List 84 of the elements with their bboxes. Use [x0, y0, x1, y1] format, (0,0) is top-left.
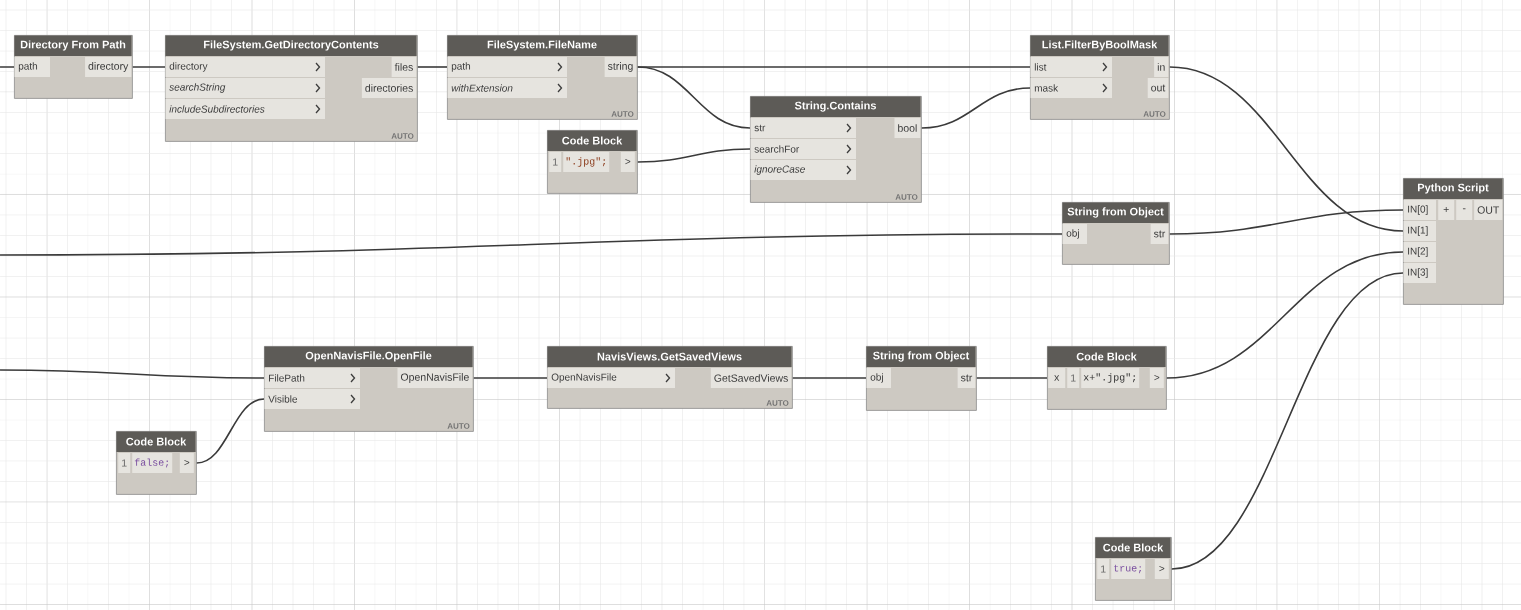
- port-label: path: [451, 62, 470, 72]
- port-label: string: [604, 57, 637, 77]
- port-label: directory: [85, 57, 132, 77]
- wire: [637, 66, 751, 129]
- port-label: files: [391, 57, 417, 77]
- line-number: 1: [118, 453, 131, 473]
- wire: [637, 148, 751, 163]
- port-button: -: [1456, 200, 1473, 220]
- wire: [0, 369, 265, 379]
- node-box: [1047, 346, 1167, 410]
- line-number: 1: [1067, 368, 1080, 388]
- node-box: [1062, 202, 1170, 265]
- node-box: [866, 346, 977, 411]
- node-title: Code Block: [1076, 352, 1137, 361]
- wire: [132, 66, 166, 68]
- node-box: [1095, 537, 1172, 601]
- wire: [417, 66, 448, 68]
- node-box: [447, 35, 638, 120]
- node-title: List.FilterByBoolMask: [1042, 40, 1158, 51]
- lacing-label: AUTO: [1143, 111, 1166, 117]
- wire: [1171, 272, 1404, 570]
- port-label: OUT: [1474, 200, 1503, 220]
- node-box: [165, 35, 418, 142]
- wire: [0, 233, 1063, 256]
- node-title: Code Block: [562, 136, 623, 145]
- wire: [1169, 66, 1404, 232]
- port-label: OpenNavisFile: [397, 368, 473, 388]
- lacing-label: AUTO: [391, 133, 414, 139]
- node-box: [750, 96, 922, 203]
- node-title: String.Contains: [794, 101, 876, 112]
- port-label: searchFor: [754, 145, 800, 153]
- port-label: searchString: [169, 83, 226, 93]
- port-label: IN[2]: [1408, 247, 1428, 257]
- node-title: String from Object: [1067, 207, 1164, 218]
- port-label: Visible: [268, 395, 298, 403]
- node-title: Code Block: [126, 437, 187, 446]
- node-box: [116, 431, 197, 495]
- node-title: String from Object: [873, 351, 970, 362]
- port-label: IN[3]: [1408, 268, 1428, 278]
- node-box: [264, 346, 474, 432]
- wire: [1166, 251, 1404, 379]
- port-label: out: [1147, 78, 1169, 98]
- lacing-label: AUTO: [447, 423, 470, 429]
- port-label: in: [1154, 57, 1169, 77]
- node-box: [1403, 178, 1504, 305]
- port-label: mask: [1034, 84, 1059, 92]
- port-label: path: [18, 62, 37, 72]
- lacing-label: AUTO: [766, 400, 789, 406]
- node-title: FileSystem.FileName: [487, 40, 597, 51]
- port-label: directory: [169, 62, 208, 72]
- wire: [0, 66, 15, 68]
- node-box: [1030, 35, 1170, 120]
- port-label: IN[1]: [1408, 226, 1428, 236]
- node-title: FileSystem.GetDirectoryContents: [204, 40, 379, 51]
- port-label: obj: [1066, 229, 1079, 239]
- lacing-label: AUTO: [895, 194, 918, 200]
- node-box: [14, 35, 133, 99]
- line-number: 1: [549, 152, 562, 172]
- node-box: [547, 346, 793, 409]
- node-title: Python Script: [1418, 183, 1489, 194]
- node-box: [547, 130, 638, 194]
- port-label: ignoreCase: [754, 165, 805, 175]
- node-title: NavisViews.GetSavedViews: [597, 352, 742, 361]
- wire: [1169, 209, 1404, 235]
- wire: [976, 377, 1048, 379]
- lacing-label: AUTO: [611, 111, 634, 117]
- wire: [792, 377, 867, 379]
- port-label: bool: [894, 118, 921, 138]
- node-title: OpenNavisFile.OpenFile: [305, 351, 432, 362]
- wire: [196, 398, 265, 464]
- port-label: FilePath: [269, 374, 305, 382]
- node-title: Code Block: [1103, 543, 1164, 552]
- node-title: Directory From Path: [20, 40, 126, 51]
- wire: [921, 87, 1031, 129]
- port-label: OpenNavisFile: [551, 373, 617, 383]
- port-label: list: [1034, 63, 1047, 71]
- line-number: 1: [1097, 559, 1110, 579]
- port-button: +: [1438, 200, 1455, 220]
- port-label: obj: [870, 373, 883, 383]
- port-label: includeSubdirectories: [169, 105, 265, 113]
- wire: [473, 377, 548, 379]
- port-label: str: [754, 124, 766, 132]
- port-label: withExtension: [451, 84, 513, 92]
- port-label: IN[0]: [1408, 205, 1428, 215]
